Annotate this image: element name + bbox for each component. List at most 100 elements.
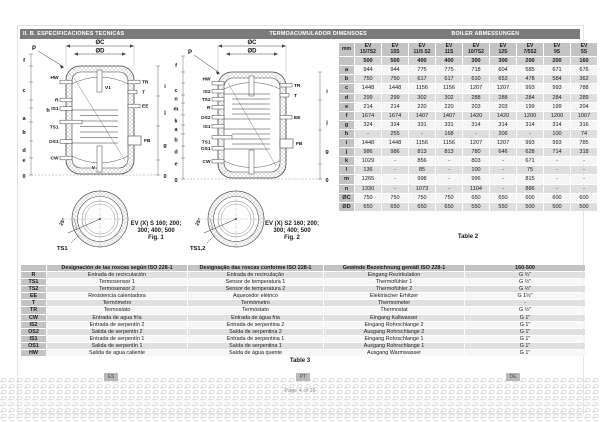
port-key: T xyxy=(21,300,46,307)
dim-value: 314 xyxy=(544,120,570,129)
designation-pt: Saída de serpentina 2 xyxy=(188,328,323,335)
dim-value: - xyxy=(544,157,570,166)
section-title-es: II. B. ESPECIFICACIONES TÉCNICAS xyxy=(23,31,125,37)
volume-cell: 160 xyxy=(571,57,597,66)
model-header: EV 12S xyxy=(490,43,516,57)
row-label xyxy=(339,57,354,66)
dim-value: - xyxy=(490,184,516,193)
thread-size: G 1½" xyxy=(465,293,585,300)
fig2-flange-detail: 25° TS1,2 xyxy=(190,190,272,252)
fig2-port-t: T xyxy=(294,93,297,99)
dim-value: - xyxy=(382,175,408,184)
volume-cell: 500 xyxy=(382,57,408,66)
dim-value: 653 xyxy=(490,75,516,84)
fig2-p-label: P xyxy=(188,50,192,56)
fig1-dim-j: j xyxy=(163,110,166,116)
fig1-diagram: ØC ØD P V1 V HW R IS1 TS1 OS1 xyxy=(22,40,166,180)
fig1-dim-0l: 0 xyxy=(22,174,25,180)
dim-value: - xyxy=(382,166,408,175)
dim-value: 1448 xyxy=(382,84,408,93)
dim-value: 1207 xyxy=(463,139,489,148)
dim-value: 284 xyxy=(517,93,543,102)
designation-es: Salida de serpentín 2 xyxy=(47,328,187,335)
dim-value: 1674 xyxy=(382,111,408,120)
dim-value: 671 xyxy=(544,66,570,75)
fig1-port-fb: FB xyxy=(144,138,151,144)
dim-value: 284 xyxy=(544,93,570,102)
fig1-port-hw: HW xyxy=(51,75,59,81)
dim-value: 993 xyxy=(544,139,570,148)
dim-value: 617 xyxy=(409,75,435,84)
dim-value: 1265 xyxy=(355,175,381,184)
fig1-dim-g: g xyxy=(163,143,166,149)
dim-value: 214 xyxy=(382,102,408,111)
header-size: 160-500 xyxy=(465,265,585,271)
dim-value: 600 xyxy=(571,193,597,202)
section-title-pt: TERMOACUMULADOR DIMENSÕES xyxy=(269,31,367,37)
section-title-de: BOILER ABMESSUNGEN xyxy=(451,31,520,37)
dim-value: 650 xyxy=(355,202,381,211)
thread-size: G ½" xyxy=(465,286,585,293)
dim-value: - xyxy=(490,166,516,175)
dim-value: 1207 xyxy=(463,84,489,93)
fig2-port-is2: IS2 xyxy=(203,89,211,95)
dim-value: 813 xyxy=(409,148,435,157)
fig2-port-fb: FB xyxy=(296,141,303,147)
dim-value: 750 xyxy=(382,75,408,84)
fig2-dim-a: a xyxy=(174,127,178,133)
dim-value: 1007 xyxy=(571,111,597,120)
dim-value: - xyxy=(490,175,516,184)
row-label: ØD xyxy=(339,202,354,211)
thread-size: - xyxy=(465,300,585,307)
thread-size: G ½" xyxy=(465,307,585,314)
model-header: EV 10/7S2 xyxy=(463,43,489,57)
designation-es: Termómetro xyxy=(47,300,187,307)
dim-value: 100 xyxy=(544,129,570,139)
model-header: EV 11/5 S2 xyxy=(409,43,435,57)
dim-value: 288 xyxy=(490,93,516,102)
fig1-dim-h: h xyxy=(46,108,50,114)
dim-value: 646 xyxy=(490,148,516,157)
volume-cell: 200 xyxy=(517,57,543,66)
dim-value: 993 xyxy=(544,84,570,93)
detail2-label: TS1,2 xyxy=(190,246,205,252)
lang-badge-de: DE xyxy=(506,373,520,381)
header-es: Designación de las roscas según ISO 228-… xyxy=(47,265,187,271)
fig1-dim-i: i xyxy=(164,84,166,90)
dim-value: 1448 xyxy=(355,139,381,148)
dim-value: 671 xyxy=(517,157,543,166)
model-header: EV 9S xyxy=(544,43,570,57)
designation-de: Eingang Kaltwasser xyxy=(324,314,464,321)
dim-value: 220 xyxy=(436,102,462,111)
designation-pt: Entrada de recirculação xyxy=(188,272,323,279)
lang-badge-pt: PT xyxy=(296,373,310,381)
dim-value: 785 xyxy=(571,139,597,148)
fig2-coil-lower xyxy=(224,128,270,150)
dim-value: 585 xyxy=(517,66,543,75)
dim-value: 750 xyxy=(355,193,381,202)
fig1-dia-c-label: ØC xyxy=(96,40,106,46)
designation-es: Resistencia calentadora xyxy=(47,293,187,300)
row-label: i xyxy=(339,139,354,148)
model-header: EV 11S xyxy=(436,43,462,57)
row-label: k xyxy=(339,157,354,166)
dim-value: 199 xyxy=(517,102,543,111)
dim-value: 1420 xyxy=(463,111,489,120)
fig1-dim-f: f xyxy=(23,58,25,64)
dim-value: 856 xyxy=(409,157,435,166)
designation-pt: Sensor de temperatura 2 xyxy=(188,286,323,293)
volume-cell: 200 xyxy=(544,57,570,66)
designation-pt: Sensor de temperatura 1 xyxy=(188,279,323,286)
dim-value: 331 xyxy=(436,120,462,129)
model-header: EV 7/5S2 xyxy=(517,43,543,57)
fig1-port-tr: TR xyxy=(142,79,149,85)
port-key: OS1 xyxy=(21,342,46,350)
designation-es: Entrada de agua fría xyxy=(47,314,187,321)
dim-value: 288 xyxy=(463,93,489,102)
dim-value: 1029 xyxy=(355,157,381,166)
